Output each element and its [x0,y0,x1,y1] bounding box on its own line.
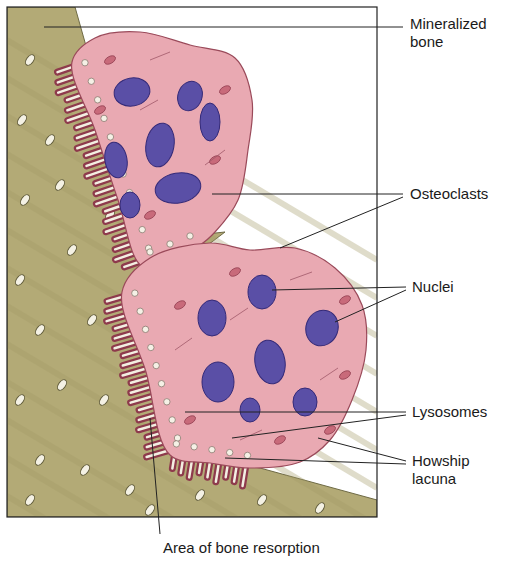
mitochondrion [103,54,117,66]
frame [7,7,377,517]
lysosome [107,134,113,140]
mitochondrion [228,266,242,278]
lysosome [148,344,154,350]
lysosome [101,115,107,121]
lysosome [167,241,173,247]
lysosome [94,97,100,103]
lysosome [169,417,175,423]
callout-label: Mineralized bone [410,15,502,51]
leader-line [225,458,406,464]
nucleus [240,398,260,422]
lysosome [132,290,138,296]
mitochondrion [338,369,352,381]
leader-lines [44,27,406,534]
lysosome [173,441,179,447]
leader-line [335,290,406,322]
osteoclast-cell [72,32,253,267]
leader-line [232,415,406,438]
cytoskeleton-fibril [320,368,338,380]
osteocyte-lacuna [44,133,57,147]
callout-label: Howship lacuna [412,452,502,488]
nucleus [120,192,140,218]
osteocyte-lacuna [98,393,111,407]
lysosome [187,233,193,239]
lysosome [147,249,153,255]
osteocyte-lacuna [144,503,157,517]
osteocyte-lacuna [34,323,47,337]
bone-streak [7,496,377,517]
osteocyte-lacuna [256,493,269,507]
lysosome [191,444,197,450]
osteoclast-cell [121,243,366,468]
lysosome [174,435,180,441]
lysosome [137,308,143,314]
mineralized-bone [7,7,377,517]
lysosome [244,452,250,458]
osteocyte-lacuna [194,488,207,502]
leader-line [44,27,403,28]
lysosome [82,60,88,66]
mitochondrion [183,414,197,426]
osteocyte-lacuna [86,313,99,327]
leader-line [272,287,406,290]
lysosome [139,226,145,232]
lysosome [226,449,232,455]
lysosome [164,399,170,405]
nucleus [102,140,130,179]
leader-line [212,194,403,195]
mitochondrion [338,294,352,306]
leader-line [318,438,406,461]
osteocyte-lacuna [124,483,137,497]
osteocyte-lacuna [56,378,69,392]
callout-label: Osteoclasts [410,185,502,203]
callout-label: Lysosomes [412,403,504,421]
background [7,7,377,517]
mitochondrion [273,434,287,446]
lysosome [209,446,215,452]
cytoskeleton-fibril [230,308,248,320]
lysosome [142,326,148,332]
cytoskeleton-fibril [175,338,192,350]
lysosome [88,78,94,84]
nucleus [153,169,204,207]
osteocyte-lacuna [34,453,47,467]
mitochondrion [93,104,107,116]
osteocyte-lacuna [19,193,32,207]
nucleus [248,275,276,309]
nucleus [200,103,220,141]
osteocyte-lacuna [79,463,92,477]
nucleus [112,75,152,109]
nucleus [251,338,288,387]
osteocyte-lacuna [14,393,27,407]
leader-line [150,418,160,534]
osteocyte-lacuna [314,501,327,515]
mitochondrion [143,209,157,221]
mitochondrion [173,299,187,311]
lysosome [158,380,164,386]
cytoskeleton-fibril [150,52,170,60]
mitochondrion [218,84,232,96]
lysosome [153,362,159,368]
osteocyte-lacuna [24,493,37,507]
leader-line [185,412,406,413]
osteocyte-lacuna [14,273,27,287]
callout-label: Nuclei [412,278,502,296]
cytoskeleton-fibril [205,150,225,165]
nucleus [142,121,177,169]
nucleus [202,362,234,402]
nucleus [198,300,226,336]
nucleus [301,306,343,351]
leader-line [280,197,403,248]
osteocyte-lacuna [54,178,67,192]
osteoclasts [72,32,367,468]
osteocyte-lacuna [16,113,29,127]
osteocyte-lacuna [24,53,37,67]
callout-label: Area of bone resorption [163,539,463,557]
mitochondrion [208,154,222,166]
cytoskeleton-fibril [290,272,312,280]
nucleus [174,78,207,114]
osteocyte-lacuna [66,243,79,257]
